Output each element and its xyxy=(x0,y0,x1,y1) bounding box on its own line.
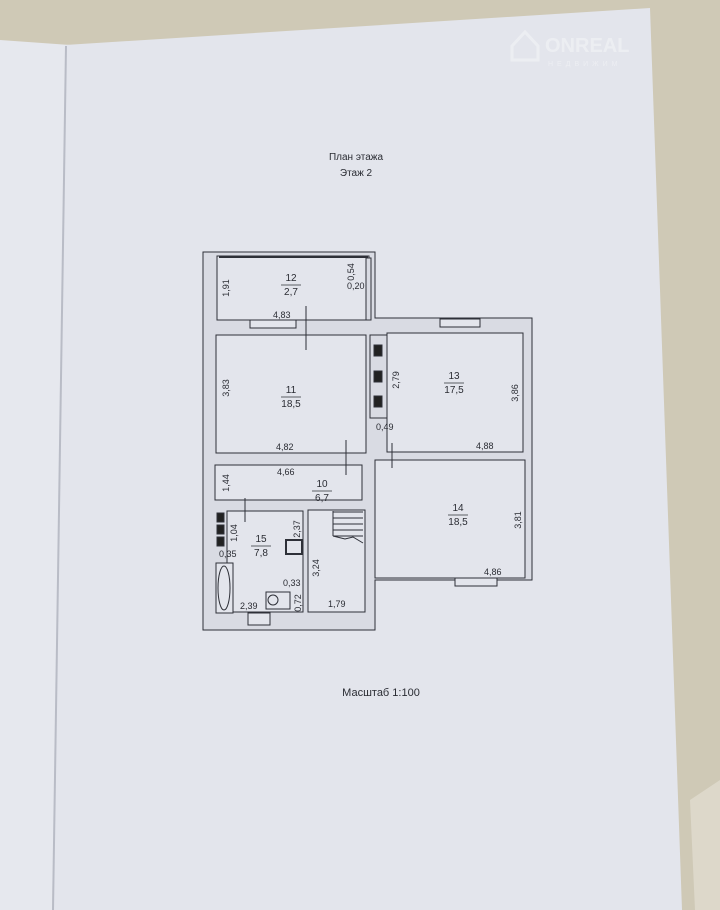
dim-r14-h: 3,81 xyxy=(513,511,523,529)
dim-r13-w: 4,88 xyxy=(476,441,494,451)
room-10-number: 10 xyxy=(316,479,328,490)
dim-r11-w: 4,82 xyxy=(276,442,294,452)
dim-r13-h: 3,86 xyxy=(510,384,520,402)
room-11-number: 11 xyxy=(285,385,297,396)
dim-r15-w: 2,39 xyxy=(240,601,258,611)
dim-r10-h: 1,44 xyxy=(221,474,231,492)
room-13-number: 13 xyxy=(448,371,460,382)
vent-icons xyxy=(216,344,383,547)
room-12-number: 12 xyxy=(285,273,297,284)
dim-stair-w: 1,79 xyxy=(328,599,346,609)
room-15-area: 7,8 xyxy=(254,548,268,559)
dim-r12-w: 4,83 xyxy=(273,310,291,320)
room-13-area: 17,5 xyxy=(444,385,464,396)
sink xyxy=(285,539,303,555)
floor-subtitle: Этаж 2 xyxy=(339,168,373,179)
stair-room xyxy=(307,509,366,613)
svg-text:НЕДВИЖИМ: НЕДВИЖИМ xyxy=(548,61,622,68)
stairs xyxy=(332,511,364,544)
dim-r15-d: 0,72 xyxy=(293,594,303,612)
room-10-area: 6,7 xyxy=(315,493,329,504)
svg-text:ONREAL: ONREAL xyxy=(545,35,629,57)
room-11-area: 18,5 xyxy=(281,399,301,410)
door-marks xyxy=(244,306,393,522)
floor-plan xyxy=(202,251,533,631)
plan-title: План этажа xyxy=(328,152,384,163)
room-12-area: 2,7 xyxy=(284,287,298,298)
dim-shaft-w: 0,49 xyxy=(376,422,394,432)
dim-r15-h: 2,37 xyxy=(292,520,302,538)
room-14-number: 14 xyxy=(452,503,464,514)
room-15-number: 15 xyxy=(255,534,267,545)
radiator xyxy=(690,780,720,910)
dim-r12-h: 1,91 xyxy=(221,279,231,297)
dim-r15-c: 0,33 xyxy=(283,578,301,588)
dim-shaft-h: 2,79 xyxy=(391,371,401,389)
page-fold xyxy=(52,45,67,910)
room-14-area: 18,5 xyxy=(448,517,468,528)
toilet xyxy=(265,591,291,610)
dim-r12-b: 0,20 xyxy=(347,281,365,291)
dim-r14-w: 4,86 xyxy=(484,567,502,577)
dim-r11-h: 3,83 xyxy=(221,379,231,397)
room-11 xyxy=(215,334,367,454)
room-14 xyxy=(374,459,526,579)
room-10 xyxy=(214,464,363,501)
scale-label: Масштаб 1:100 xyxy=(342,687,420,699)
dim-stair-h: 3,24 xyxy=(311,559,321,577)
dim-r15-b: 0,35 xyxy=(219,549,237,559)
windows xyxy=(247,318,498,626)
dim-r15-a: 1,04 xyxy=(229,524,239,542)
room-label-lines xyxy=(251,284,468,547)
room-13 xyxy=(386,332,524,453)
dim-r10-w: 4,66 xyxy=(277,467,295,477)
dim-r12-a: 0,54 xyxy=(346,263,356,281)
left-page xyxy=(0,40,70,910)
watermark-logo: ONREAL НЕДВИЖИМ xyxy=(510,29,629,68)
